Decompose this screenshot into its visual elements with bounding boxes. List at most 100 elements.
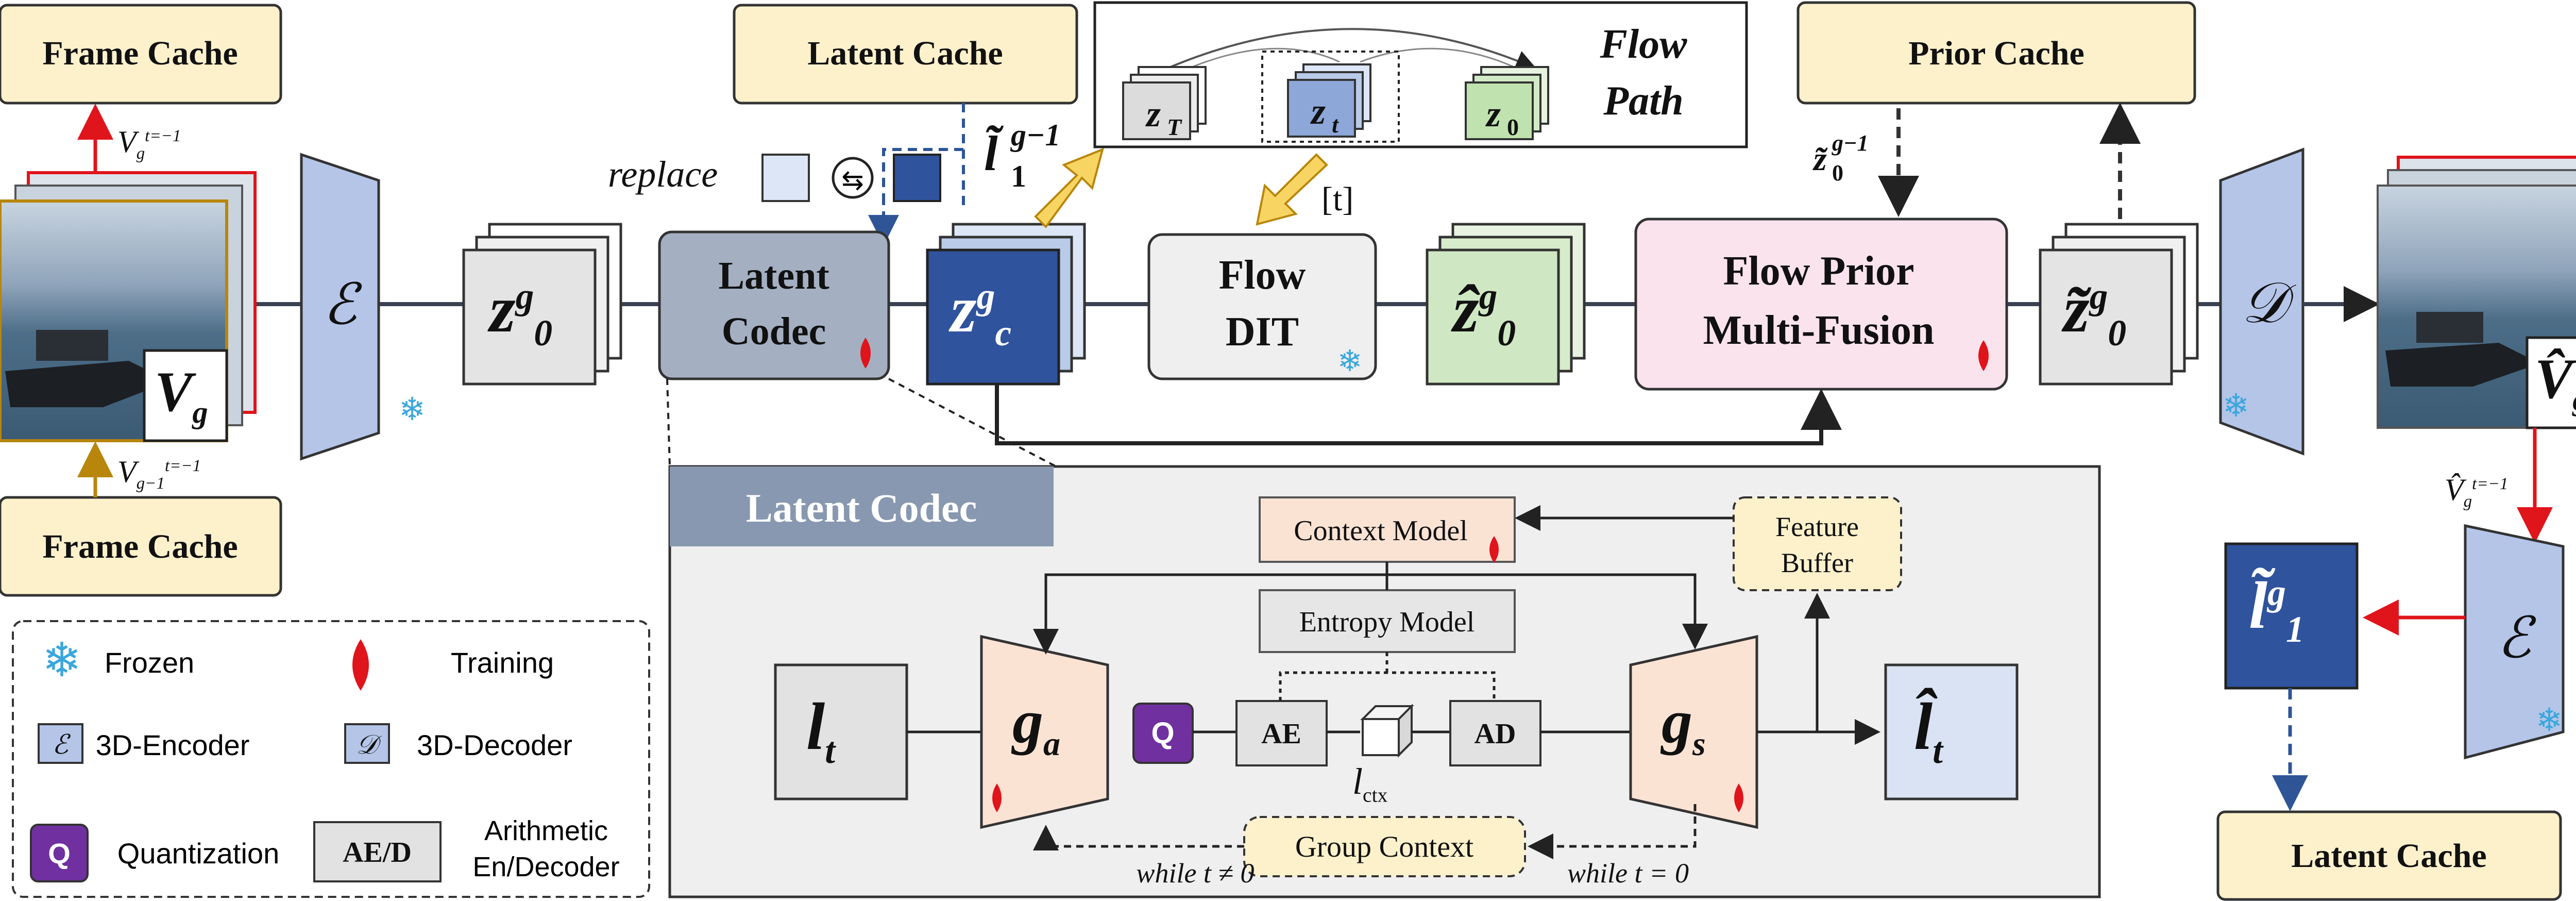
prior-cache: Prior Cache [1797, 1, 2196, 105]
lctx-label: lctx [1352, 761, 1388, 807]
prior-cache-label: Prior Cache [1908, 35, 2084, 72]
z0-hat-stack [1426, 223, 1586, 386]
v-input-label: Vg [155, 360, 208, 430]
frozen-icon: ❄ [2223, 388, 2249, 424]
output-video-stack [2377, 156, 2576, 429]
z0-tilde-stack [2039, 223, 2199, 386]
latent-cache-bottom: Latent Cache [2216, 810, 2562, 901]
flow-path-box: Flow Path z T z t z 0 [1093, 1, 1748, 148]
replace-dark-square [893, 154, 941, 202]
flow-dit-line2: DIT [1226, 309, 1299, 355]
v-output-label: V̂g [2535, 347, 2576, 415]
legend-arith-box: AE/D [343, 837, 412, 869]
encoder2-symbol: ℰ [2497, 607, 2537, 670]
zc-label: zgc [951, 272, 1012, 354]
fusion-line2: Multi-Fusion [1703, 308, 1935, 353]
zt-sub: t [1332, 111, 1339, 138]
legend-quantization-label: Quantization [117, 837, 279, 870]
legend-training-icon [352, 639, 369, 691]
gs-block [1629, 635, 1758, 829]
lt-box [774, 663, 908, 800]
lctx-cube [1360, 704, 1414, 758]
replace-label: replace [608, 154, 718, 195]
group-context-label: Group Context [1295, 830, 1473, 863]
legend-arith-swatch [313, 821, 442, 882]
frame-cache-top: Frame Cache [0, 4, 282, 105]
legend-frozen-label: Frozen [105, 646, 194, 679]
group-context-box [1243, 816, 1526, 877]
l1-tilde-sup: g−1 [1010, 118, 1060, 152]
l1-tilde-out-label: l̃g1 [2249, 569, 2304, 650]
ae-box [1235, 700, 1328, 766]
latent-codec-block: Latent Codec [658, 230, 890, 380]
legend-training-label: Training [451, 646, 554, 679]
training-icon [860, 338, 871, 369]
codec-panel: Latent Codec Context Model Entropy Model… [668, 465, 2101, 898]
z0-tilde-prior-sub: 0 [1832, 160, 1843, 186]
training-icon [1978, 340, 1989, 371]
latent-cache-bottom-label: Latent Cache [2291, 837, 2486, 875]
flow-path-title-line2: Path [1603, 78, 1684, 124]
v-prev-top-label: Vgt=−1 [117, 125, 181, 163]
legend-arith-line1: Arithmetic [484, 815, 608, 846]
legend: ❄ Frozen Training ℰ 3D-Encoder 𝒟 3D-Deco… [12, 620, 650, 898]
replace-light-square [761, 154, 810, 202]
legend-decoder-label: 3D-Decoder [417, 729, 572, 761]
training-icon [992, 783, 1002, 812]
replace-dashed-path [882, 103, 965, 196]
encoder-main: ℰ ❄ [300, 153, 426, 461]
feature-buffer-box [1733, 496, 1902, 591]
quantization-label: Q [1151, 716, 1174, 750]
frame-cache-top-label: Frame Cache [42, 35, 238, 72]
fusion-line1: Flow Prior [1723, 248, 1914, 294]
fp-z0-sub: 0 [1507, 114, 1519, 140]
training-icon [1489, 536, 1499, 563]
legend-frozen-icon: ❄ [42, 634, 81, 687]
zT-sub: T [1167, 114, 1182, 140]
latent-cache-top: Latent Cache [733, 4, 1078, 105]
context-model-label: Context Model [1294, 515, 1468, 547]
decoder-main: 𝒟 ❄ [2219, 147, 2304, 456]
z0-tilde-prior-base: z̃ [1812, 140, 1828, 178]
l1-tilde-sub: 1 [1011, 159, 1026, 193]
flow-dit-block: Flow DIT ❄ [1147, 233, 1377, 380]
codec-panel-title-bar [670, 466, 1054, 546]
arrow-to-flow-path [1034, 147, 1104, 229]
latent-cache-top-label: Latent Cache [807, 35, 1003, 72]
fusion-block: Flow Prior Multi-Fusion [1634, 218, 2008, 391]
latent-codec-line1: Latent [718, 254, 829, 297]
legend-q-sym: Q [48, 837, 71, 870]
boat-shape [5, 361, 170, 407]
arrow-to-flow-dit [1256, 153, 1328, 226]
ad-box [1449, 700, 1541, 766]
legend-encoder-swatch [38, 723, 83, 764]
zoom-line-right [888, 378, 1057, 468]
frame-cache-bottom-label: Frame Cache [42, 528, 238, 565]
swap-icon-glyph: ⇆ [841, 165, 864, 195]
frozen-icon: ❄ [399, 392, 426, 427]
while-right-label: while t = 0 [1567, 858, 1689, 889]
gs-label: gs [1662, 687, 1706, 763]
l1-tilde-base: l̃ [984, 125, 1004, 181]
ga-block [980, 635, 1109, 829]
z0-tilde-prior-sup: g−1 [1832, 130, 1869, 156]
zc-to-fusion-path [995, 384, 1842, 445]
ad-label: AD [1475, 718, 1516, 750]
zoom-line-left [666, 378, 671, 467]
lt-hat-label: l̂t [1914, 690, 1943, 771]
frame-cache-bottom: Frame Cache [0, 496, 282, 597]
flow-dit-line1: Flow [1219, 253, 1306, 298]
latent-codec-line2: Codec [722, 310, 826, 353]
training-icon [1734, 783, 1743, 812]
z0-hat-label: ẑg0 [1453, 272, 1516, 354]
swap-icon [832, 157, 874, 199]
t-label: [t] [1321, 180, 1353, 218]
zT-base: z [1145, 93, 1161, 135]
ga-label: ga [1012, 687, 1060, 763]
v-prev-bottom-label: Vg−1t=−1 [117, 455, 201, 493]
legend-decoder-swatch [344, 723, 390, 764]
z0-tilde-label: z̃g0 [2063, 272, 2127, 354]
context-feed-path [1044, 573, 1697, 647]
